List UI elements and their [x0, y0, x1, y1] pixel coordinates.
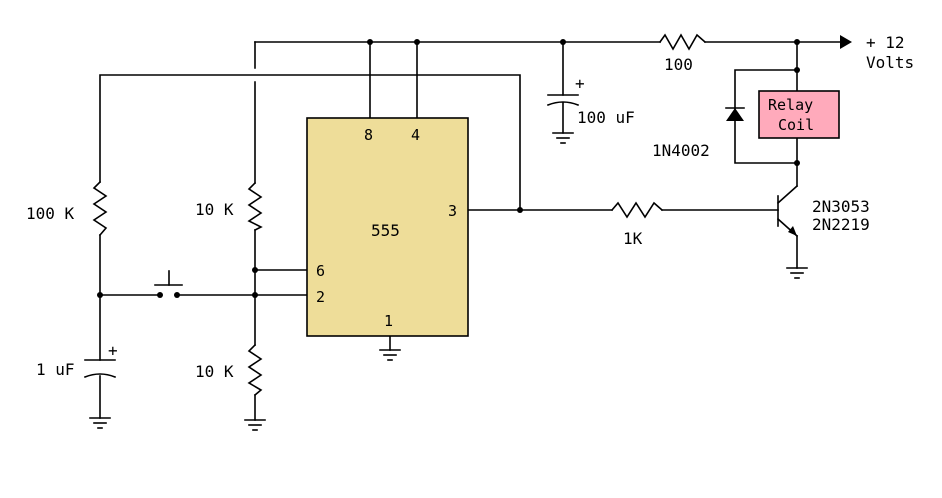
junction-dot [97, 292, 103, 298]
cap1uf-polarity: + [108, 341, 118, 360]
ic-555-label: 555 [371, 221, 400, 240]
feedback-wire [99, 74, 521, 211]
ground-icon [552, 132, 574, 144]
ic-pin3-label: 3 [448, 202, 457, 220]
pin6-wire [254, 229, 308, 346]
ground-icon [786, 267, 808, 279]
cap100-label: 100 uF [577, 108, 635, 127]
ground-icon [89, 417, 111, 429]
resistor-10k-lower-label: 10 K [195, 362, 234, 381]
transistor-icon [776, 184, 799, 238]
resistor-1k-label: 1K [623, 229, 643, 248]
resistor-100k-label: 100 K [26, 204, 75, 223]
ic-pin6-label: 6 [316, 262, 325, 280]
resistor-10k-upper-icon [247, 181, 263, 232]
relay-label-line2: Coil [778, 116, 814, 134]
junction-dot [517, 207, 523, 213]
capacitor-1uf-icon [83, 359, 117, 379]
junctions [97, 39, 800, 298]
ic-pin2-label: 2 [316, 288, 325, 306]
supply-arrow-icon [840, 35, 852, 49]
junction-dot [414, 39, 420, 45]
ic-pin8-label: 8 [364, 126, 373, 144]
junction-dot [794, 39, 800, 45]
ground-icon [379, 349, 401, 361]
junction-dot [560, 39, 566, 45]
resistor-1k-icon [610, 201, 664, 219]
diode-label: 1N4002 [652, 141, 710, 160]
resistor-100k-icon [92, 180, 108, 237]
ic-pin1-label: 1 [384, 312, 393, 330]
ic-pin4-label: 4 [411, 126, 420, 144]
capacitor-100uf-icon [546, 94, 580, 107]
relay-label-line1: Relay [768, 96, 813, 114]
junction-dot [794, 67, 800, 73]
resistor-100-label: 100 [664, 55, 693, 74]
ground-icon [244, 419, 266, 431]
transistor-label-line2: 2N2219 [812, 215, 870, 234]
junction-dot [252, 267, 258, 273]
junction-dot [252, 292, 258, 298]
junction-dot [794, 160, 800, 166]
resistor-10k-upper-label: 10 K [195, 200, 234, 219]
ic-555-body [306, 117, 469, 337]
junction-dot [367, 39, 373, 45]
resistor-10k-lower-icon [247, 343, 263, 397]
supply-label-line2: Volts [866, 53, 914, 72]
diode-icon [725, 107, 745, 121]
supply-label-line1: + 12 [866, 33, 905, 52]
cap1uf-label: 1 uF [36, 360, 75, 379]
transistor-label-line1: 2N3053 [812, 197, 870, 216]
resistor-100-icon [658, 33, 707, 51]
relay-coil-body [758, 90, 840, 139]
cap100-polarity: + [575, 74, 585, 93]
pushbutton-icon [154, 270, 183, 298]
